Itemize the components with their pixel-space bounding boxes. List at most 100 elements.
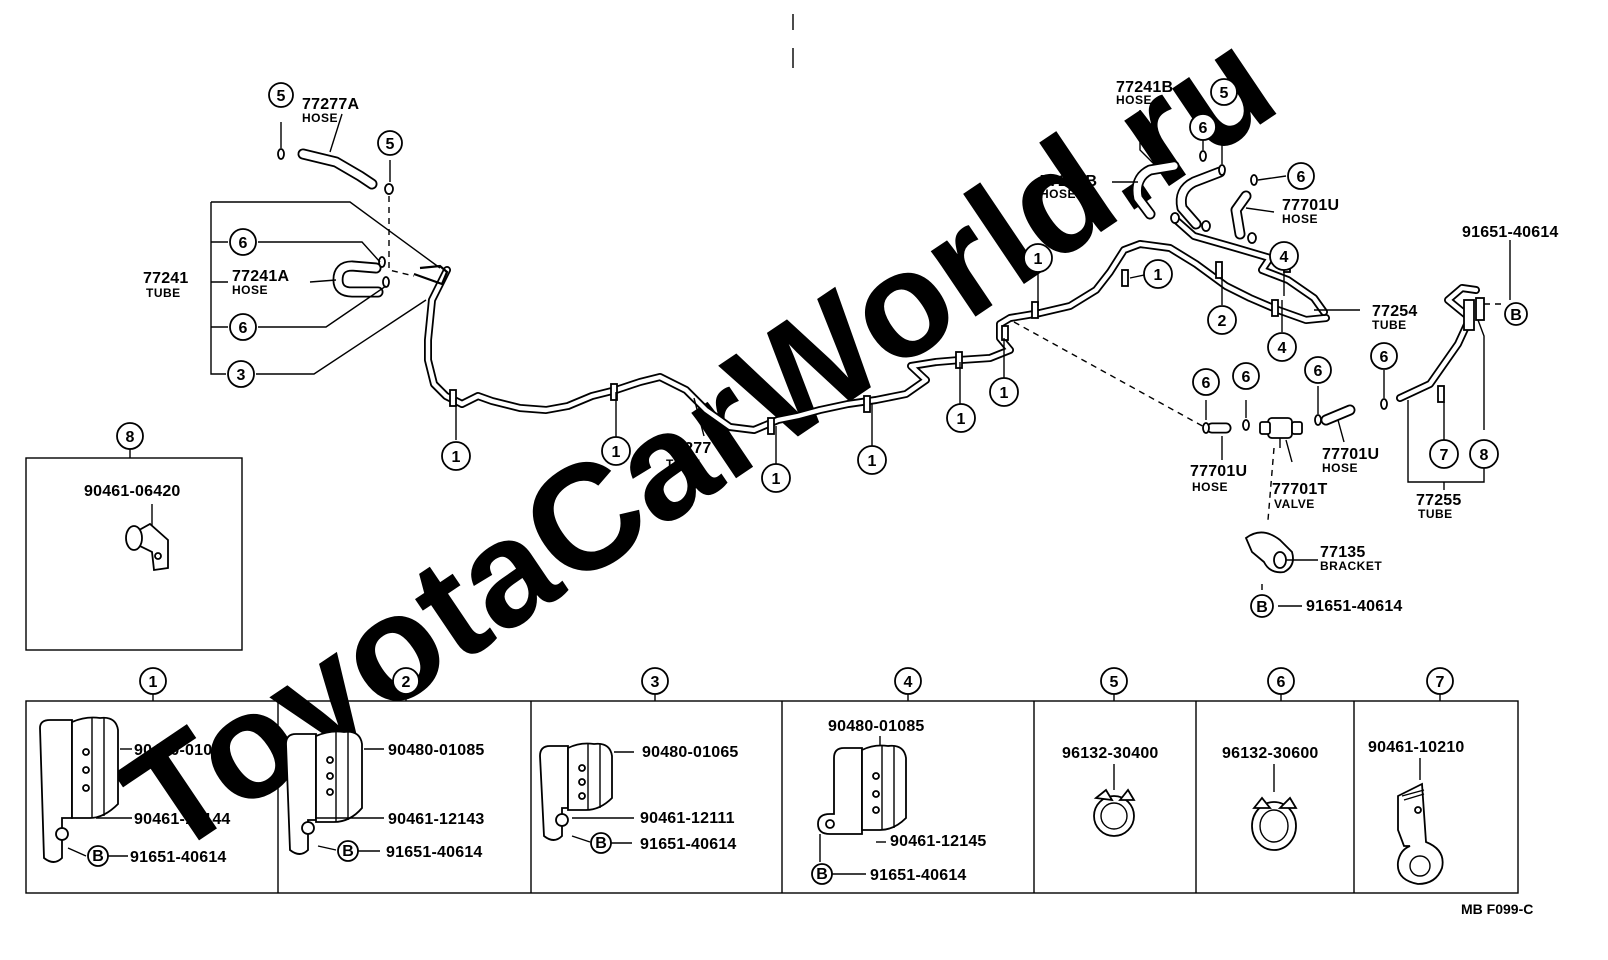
- label-77701u-top: 77701U: [1282, 197, 1339, 214]
- tube-77254: [1172, 216, 1328, 316]
- svg-text:8: 8: [1480, 447, 1489, 464]
- svg-text:6: 6: [1202, 375, 1211, 392]
- svg-text:6: 6: [1277, 674, 1286, 691]
- tube-77255: [1396, 284, 1485, 403]
- svg-text:7: 7: [1436, 674, 1445, 691]
- part-90461-12144: 90461-12144: [134, 811, 231, 828]
- callout-6: 6: [1287, 162, 1315, 190]
- svg-text:6: 6: [239, 235, 248, 252]
- svg-text:1: 1: [452, 449, 461, 466]
- svg-text:6: 6: [1199, 120, 1208, 137]
- sub-hose: HOSE: [1322, 461, 1358, 475]
- part-96132-30400: 96132-30400: [1062, 745, 1159, 762]
- sub-bracket: BRACKET: [1320, 559, 1382, 573]
- callout-7: 7: [1429, 439, 1459, 469]
- label-77254: 77254: [1372, 303, 1418, 320]
- hose-clamp-rings: [277, 148, 1388, 434]
- svg-text:6: 6: [1297, 169, 1306, 186]
- part-90480-01085: 90480-01085: [388, 742, 485, 759]
- svg-text:5: 5: [1220, 85, 1229, 102]
- svg-text:3: 3: [651, 674, 660, 691]
- svg-text:B: B: [595, 835, 607, 852]
- label-77701t: 77701T: [1272, 481, 1327, 498]
- part-91651-40614: 91651-40614: [640, 836, 737, 853]
- hose-77701u-right: [1320, 404, 1356, 426]
- svg-text:1: 1: [957, 411, 966, 428]
- clamp-cell-2: B 90480-01085 90461-12143 91651-40614: [285, 730, 485, 862]
- clamp-cell-1: B 90480-01086 90461-12144 91651-40614: [39, 716, 231, 867]
- main-labels: 77277A HOSE 77241 TUBE 77241A HOSE 77277…: [143, 79, 1559, 615]
- label-77701u-left: 77701U: [1190, 463, 1247, 480]
- label-77277: 77277: [666, 440, 712, 457]
- svg-text:4: 4: [904, 674, 913, 691]
- callout-6: 6: [1189, 113, 1217, 141]
- callout-6: 6: [229, 228, 257, 256]
- svg-text:2: 2: [402, 674, 411, 691]
- label-91651-40614-top: 91651-40614: [1462, 224, 1559, 241]
- svg-text:1: 1: [772, 471, 781, 488]
- svg-text:2: 2: [1218, 313, 1227, 330]
- clamp-cell-7: 90461-10210: [1368, 739, 1464, 885]
- part-90480-01086: 90480-01086: [134, 742, 231, 759]
- svg-text:5: 5: [277, 88, 286, 105]
- part-90480-01085: 90480-01085: [828, 718, 925, 735]
- sub-hose: HOSE: [1040, 187, 1076, 201]
- clamp-cell-5: 96132-30400: [1062, 745, 1159, 837]
- part-90461-12111: 90461-12111: [640, 810, 735, 827]
- callout-1: 1: [1143, 259, 1173, 289]
- sub-hose: HOSE: [1116, 93, 1152, 107]
- callout-6: 6: [1232, 362, 1260, 390]
- hose-77277a: [297, 148, 378, 190]
- hose-77277b: [1131, 160, 1180, 220]
- callout-1: 1: [761, 463, 791, 493]
- label-77701u-right: 77701U: [1322, 446, 1379, 463]
- svg-text:4: 4: [1280, 249, 1289, 266]
- callout-4: 4: [1267, 332, 1297, 362]
- svg-text:5: 5: [386, 136, 395, 153]
- svg-text:B: B: [92, 848, 104, 865]
- clamp-table-frame: [25, 700, 1519, 894]
- sub-valve: VALVE: [1274, 497, 1315, 511]
- callouts: 5 5 6 6 3 1 1 1 1 1 1 1 1 2 4 4 5 6 6 6 …: [227, 78, 1528, 618]
- part-90461-12143: 90461-12143: [388, 811, 485, 828]
- callout-1: 1: [989, 377, 1019, 407]
- svg-text:6: 6: [1380, 349, 1389, 366]
- callout-6: 6: [1192, 368, 1220, 396]
- hose-77241a: [332, 260, 384, 298]
- clamp-90461-06420: [125, 522, 169, 572]
- tube-77241-end: [413, 264, 449, 286]
- valve-77701t: [1259, 417, 1303, 448]
- callout-b: B: [1504, 302, 1528, 326]
- hose-77701u-top: [1230, 190, 1252, 240]
- svg-text:3: 3: [237, 367, 246, 384]
- sub-tube: TUBE: [1418, 507, 1453, 521]
- detail-8: 8 90461-06420: [25, 422, 243, 651]
- svg-text:1: 1: [149, 674, 158, 691]
- label-77241b: 77241B: [1116, 79, 1173, 96]
- part-91651-40614: 91651-40614: [130, 849, 227, 866]
- footer-code: MB F099-C: [1461, 901, 1533, 917]
- svg-text:5: 5: [1110, 674, 1119, 691]
- clamp-cell-6: 96132-30600: [1222, 745, 1319, 851]
- callout-5: 5: [377, 130, 403, 156]
- svg-text:4: 4: [1278, 340, 1287, 357]
- callout-5: 5: [268, 82, 294, 108]
- sub-hose: HOSE: [1282, 212, 1318, 226]
- callout-6: 6: [1304, 356, 1332, 384]
- svg-text:1: 1: [1034, 251, 1043, 268]
- sub-tube: TUBE: [1372, 318, 1407, 332]
- svg-text:1: 1: [868, 453, 877, 470]
- svg-text:6: 6: [1242, 369, 1251, 386]
- sub-hose: HOSE: [302, 111, 338, 125]
- leader-lines: [210, 110, 1511, 607]
- svg-text:1: 1: [1000, 385, 1009, 402]
- tube-77277: [424, 240, 1330, 434]
- clamp-table: 1 2 3 4 5 6 7 B: [25, 667, 1519, 894]
- part-96132-30600: 96132-30600: [1222, 745, 1319, 762]
- detail-8-frame: [25, 457, 243, 651]
- callout-1: 1: [857, 445, 887, 475]
- svg-text:6: 6: [239, 320, 248, 337]
- callout-1: 1: [946, 403, 976, 433]
- label-91651-40614-bracket: 91651-40614: [1306, 598, 1403, 615]
